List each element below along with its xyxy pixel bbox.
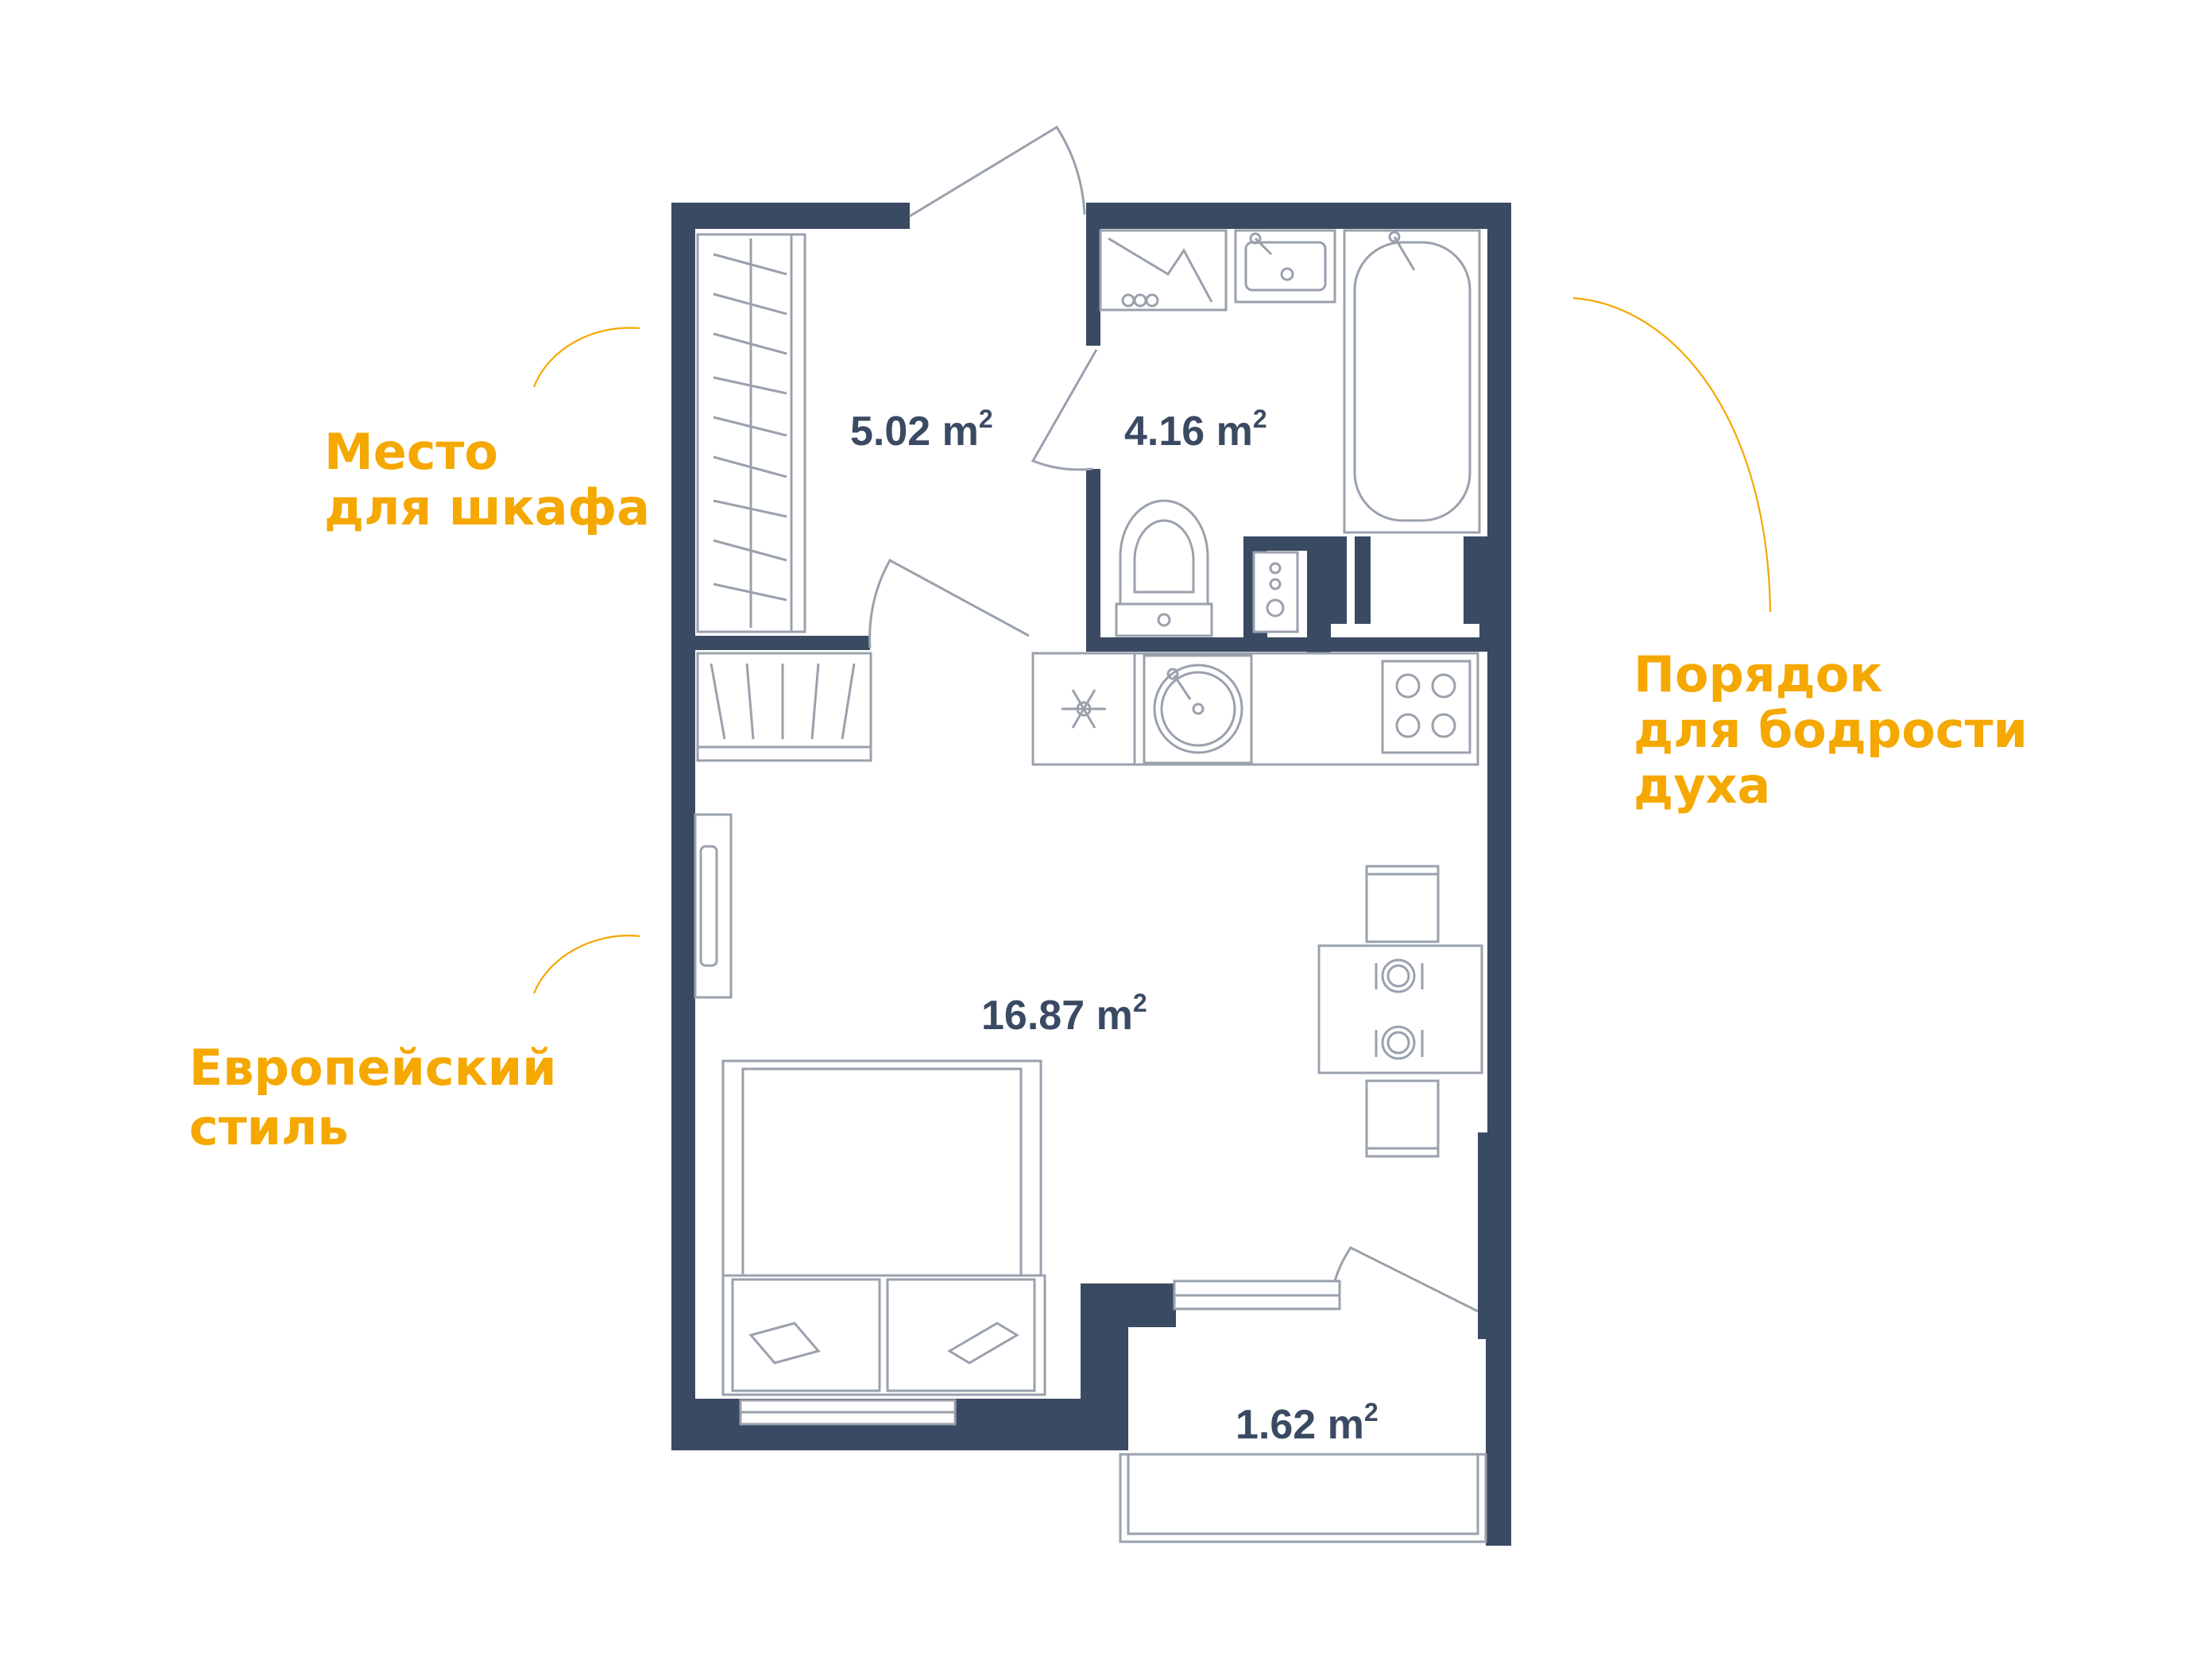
svg-text:4.16 m2: 4.16 m2 [1124, 405, 1267, 455]
svg-text:16.87 m2: 16.87 m2 [981, 989, 1147, 1039]
room-balcony-area: 1.62 m2 [1236, 1398, 1379, 1448]
annotation-curve-order [1572, 296, 1772, 613]
snowflake-icon [1062, 689, 1106, 729]
dining-set [1317, 865, 1483, 1158]
room-hall-area: 5.02 m2 [850, 405, 993, 455]
annotation-curve-euro [532, 935, 640, 994]
wardrobe [696, 233, 806, 633]
room-main-area-sup: 2 [1133, 989, 1147, 1017]
shoe-rack [696, 652, 872, 762]
toilet-icon [1115, 499, 1213, 637]
chair-bottom [1365, 1079, 1440, 1158]
room-balcony-area-value: 1.62 m [1236, 1402, 1364, 1448]
annotation-order-line1: Порядок [1634, 645, 1882, 703]
sink-icon [1153, 664, 1243, 754]
radiator-left [694, 813, 733, 999]
room-main-area-value: 16.87 m [981, 993, 1133, 1039]
annotation-curve-wardrobe [532, 327, 640, 388]
room-bathroom-area-sup: 2 [1253, 405, 1267, 433]
bed [721, 1059, 1046, 1396]
annotation-euro: Европейский стиль [189, 1039, 557, 1156]
annotation-wardrobe-line1: Место [324, 423, 498, 481]
room-main-area: 16.87 m2 [981, 989, 1147, 1039]
annotation-wardrobe: Место для шкафа [324, 423, 650, 536]
kitchen [1031, 652, 1479, 766]
bathtub-icon [1343, 229, 1481, 534]
room-bathroom-area-value: 4.16 m [1124, 408, 1253, 455]
shower-icon [1099, 229, 1228, 312]
doors [868, 125, 1479, 1313]
room-hall-area-value: 5.02 m [850, 408, 979, 455]
annotation-wardrobe-line2: для шкафа [324, 478, 650, 536]
plate-icon [1375, 958, 1424, 993]
svg-text:5.02 m2: 5.02 m2 [850, 405, 993, 455]
stove-icon [1381, 660, 1471, 754]
windows [739, 1279, 1487, 1543]
washbasin-icon [1234, 229, 1336, 304]
svg-text:1.62 m2: 1.62 m2 [1236, 1398, 1379, 1448]
annotation-order-line3: духа [1634, 757, 1770, 815]
annotation-euro-line1: Европейский [189, 1039, 557, 1097]
walls [671, 203, 1511, 1546]
bathroom-fixtures [1099, 229, 1481, 637]
washing-machine-icon [1252, 551, 1299, 633]
annotation-order: Порядок для бодрости духа [1634, 645, 2028, 815]
annotation-euro-line2: стиль [189, 1098, 349, 1156]
plate-icon [1375, 1025, 1424, 1060]
room-hall-area-sup: 2 [979, 405, 993, 433]
room-balcony-area-sup: 2 [1364, 1398, 1379, 1427]
chair-top [1365, 865, 1440, 943]
room-bathroom-area: 4.16 m2 [1124, 405, 1267, 455]
annotation-order-line2: для бодрости [1634, 701, 2028, 759]
